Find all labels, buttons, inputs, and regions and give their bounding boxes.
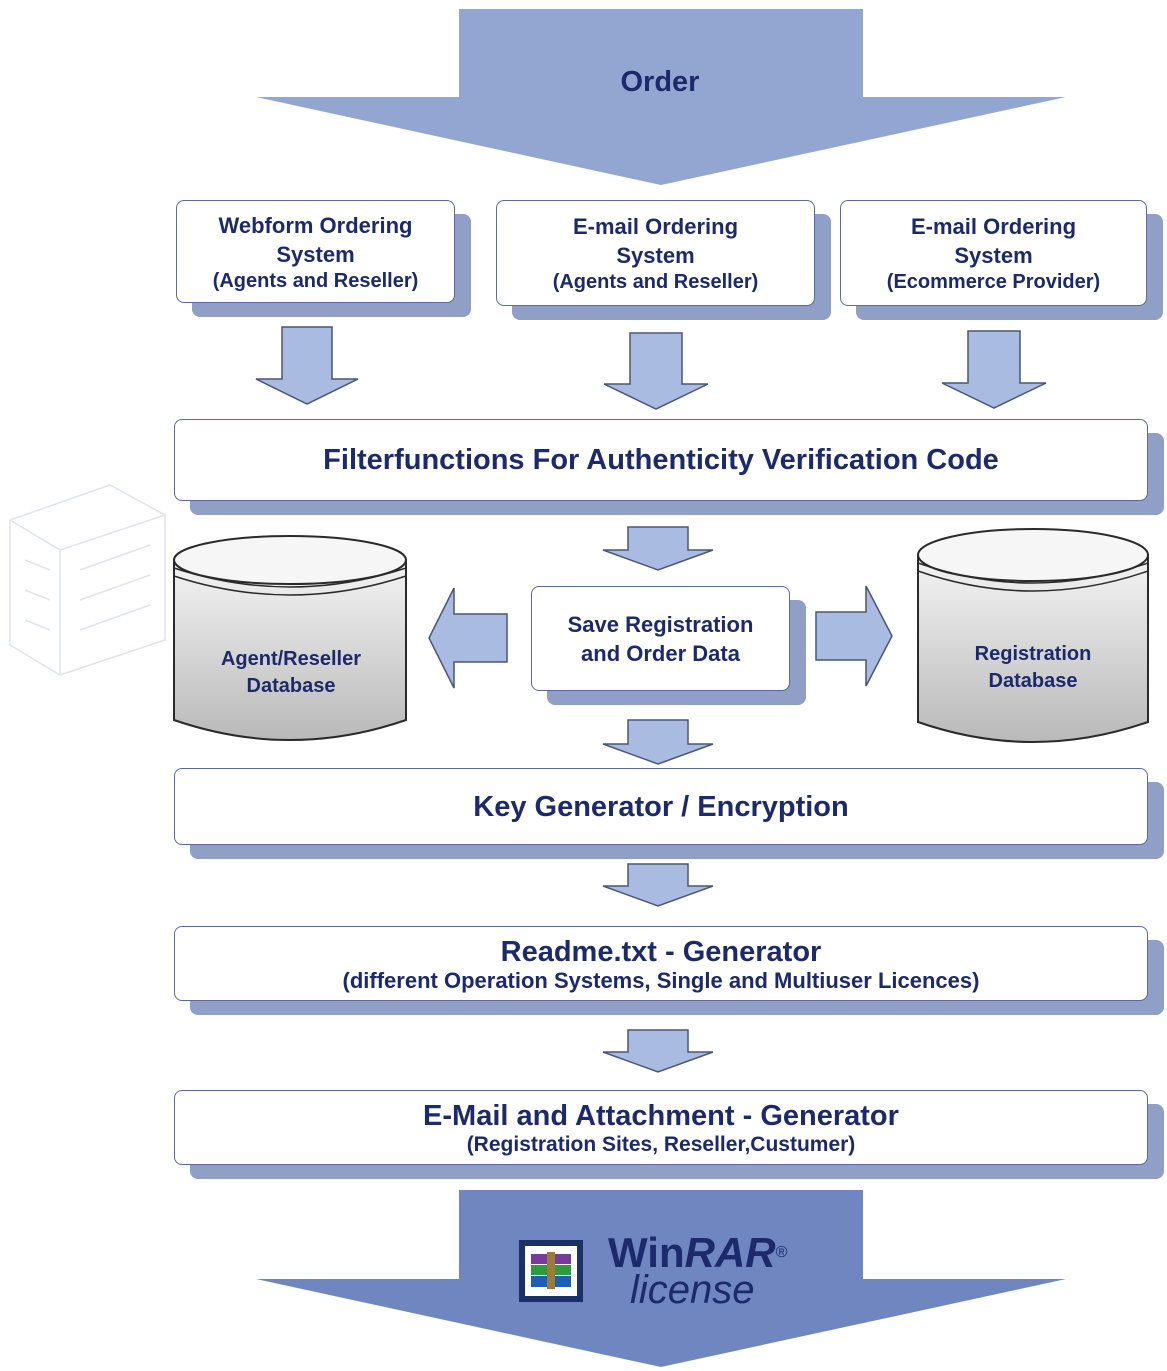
down-arrow-1 — [255, 326, 359, 405]
db-label-line: Database — [246, 675, 336, 697]
winrar-logo: WinRAR® license — [606, 1229, 806, 1313]
background-sketch — [9, 484, 166, 676]
order-label: Order — [620, 66, 700, 98]
email-attachment-generator-box: E-Mail and Attachment - Generator (Regis… — [174, 1090, 1148, 1165]
down-arrow-4 — [602, 526, 714, 571]
box-subline: (Ecommerce Provider) — [886, 271, 1101, 293]
box-line: System — [276, 241, 355, 267]
save-registration-box: Save Registration and Order Data — [531, 586, 790, 691]
db-label-line: Agent/Reseller — [220, 648, 362, 670]
brand-win: Win — [608, 1229, 685, 1276]
box-subtitle: (different Operation Systems, Single and… — [342, 967, 980, 993]
box-subtitle: (Registration Sites, Reseller,Custumer) — [466, 1132, 856, 1156]
box-line: Save Registration — [567, 611, 754, 637]
license-text: license — [630, 1268, 755, 1312]
email-ordering-agents-box: E-mail Ordering System (Agents and Resel… — [496, 200, 815, 306]
agent-database-label: Agent/Reseller Database — [180, 646, 402, 700]
down-arrow-5 — [602, 719, 714, 765]
box-line: E-mail Ordering — [910, 214, 1077, 239]
left-arrow — [428, 587, 508, 689]
down-arrow-7 — [602, 1029, 714, 1073]
down-arrow-6 — [602, 863, 714, 907]
box-line: and Order Data — [581, 640, 740, 666]
box-line: Webform Ordering — [218, 212, 413, 238]
down-arrow-3 — [941, 330, 1047, 409]
readme-generator-box: Readme.txt - Generator (different Operat… — [174, 926, 1148, 1001]
agent-database — [173, 535, 407, 741]
box-subline: (Agents and Reseller) — [552, 271, 759, 293]
box-line: System — [954, 243, 1033, 268]
right-arrow — [815, 585, 893, 687]
down-arrow-2 — [603, 332, 709, 410]
box-line: E-mail Ordering — [572, 214, 739, 239]
license-arrow — [256, 1190, 1066, 1367]
box-line: System — [616, 243, 695, 268]
db-label-line: Database — [988, 670, 1078, 692]
email-ordering-ecommerce-box: E-mail Ordering System (Ecommerce Provid… — [840, 200, 1147, 306]
db-label-line: Registration — [974, 643, 1092, 665]
order-arrow — [256, 9, 1066, 185]
registration-database — [917, 528, 1149, 743]
registration-database-label: Registration Database — [922, 641, 1144, 695]
filterfunctions-box: Filterfunctions For Authenticity Verific… — [174, 419, 1148, 501]
winrar-icon — [519, 1240, 583, 1302]
key-generator-box: Key Generator / Encryption — [174, 768, 1148, 845]
box-title: Readme.txt - Generator — [500, 935, 822, 968]
brand-rar: RAR — [684, 1229, 776, 1276]
box-subline: (Agents and Reseller) — [212, 269, 419, 292]
box-title: E-Mail and Attachment - Generator — [423, 1099, 899, 1132]
webform-ordering-system-box: Webform Ordering System (Agents and Rese… — [176, 200, 455, 303]
registered-mark: ® — [775, 1244, 788, 1261]
